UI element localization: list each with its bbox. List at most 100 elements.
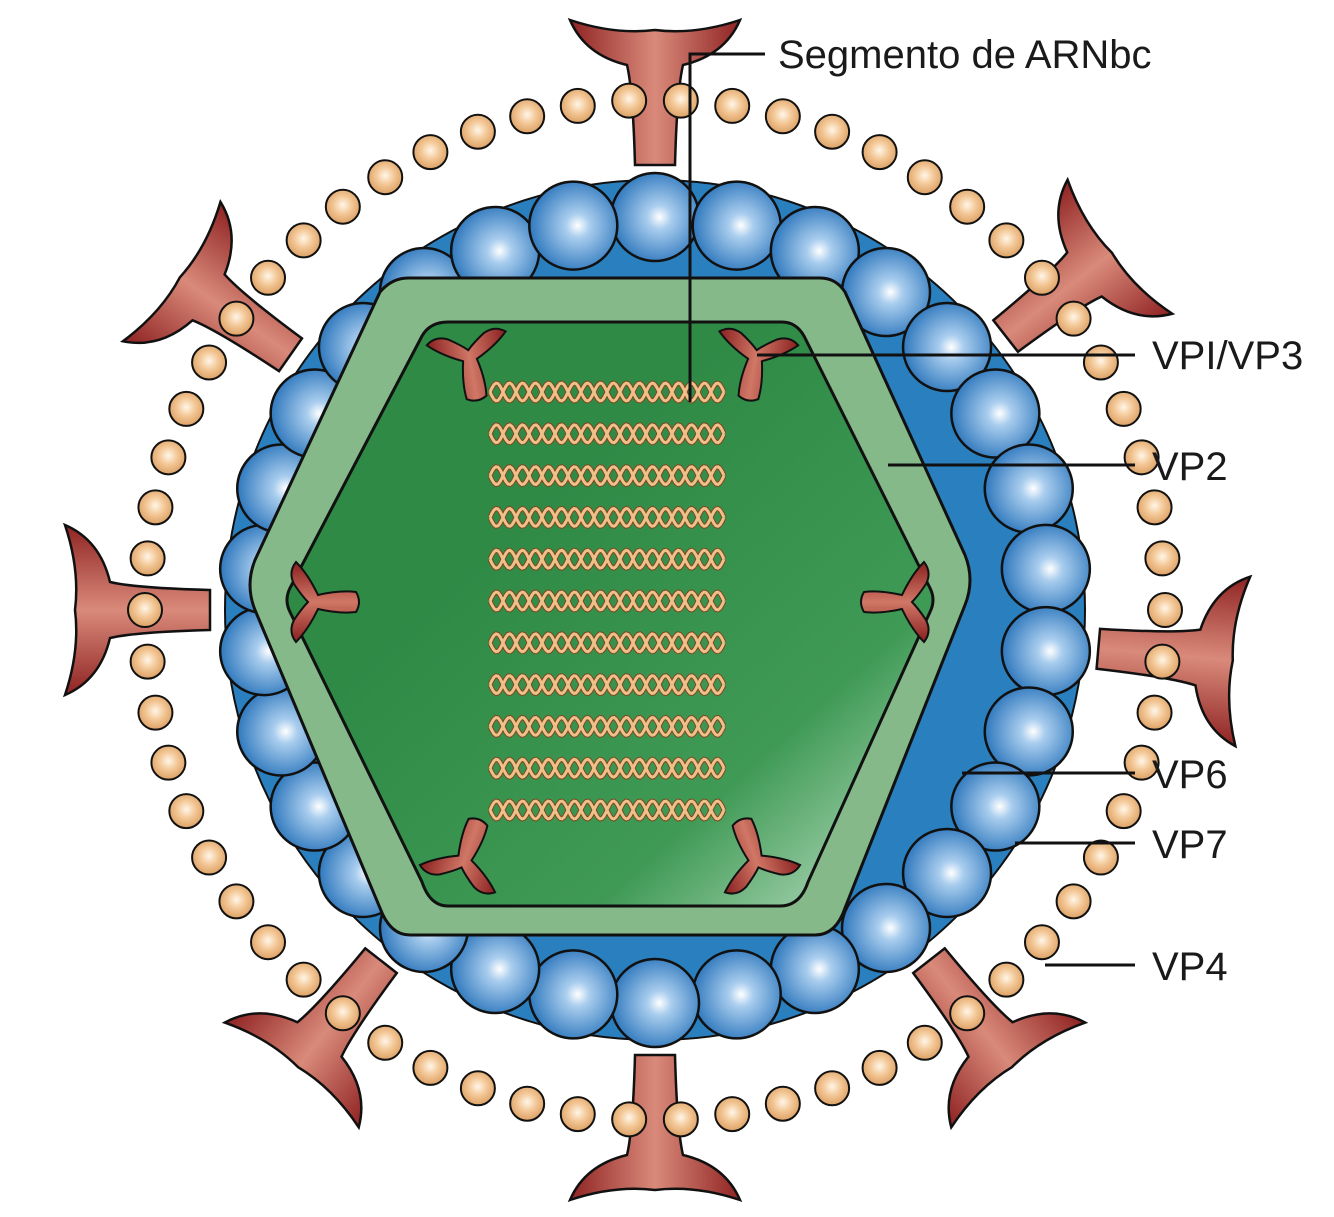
vp6-sphere bbox=[609, 171, 701, 263]
vp7-bead bbox=[611, 1101, 648, 1138]
vp7-bead bbox=[191, 839, 228, 876]
label-vp2: VP2 bbox=[1152, 445, 1228, 489]
vp7-bead bbox=[559, 1096, 596, 1133]
vp7-bead bbox=[662, 82, 699, 119]
vp7-bead bbox=[814, 1070, 851, 1107]
vp6-sphere bbox=[901, 827, 993, 919]
vp7-bead bbox=[714, 87, 751, 124]
vp7-bead bbox=[988, 222, 1025, 259]
label-vp4: VP4 bbox=[1152, 945, 1228, 989]
vp6-sphere bbox=[950, 368, 1041, 459]
vp4-spike-shape bbox=[567, 1053, 743, 1203]
core-interior bbox=[285, 320, 935, 908]
vp1-vp3-tripod bbox=[425, 327, 508, 402]
label-dsrna-segment: Segmento de ARNbc bbox=[778, 33, 1152, 77]
vp7-bead bbox=[1136, 694, 1173, 731]
label-vp7: VP7 bbox=[1152, 823, 1228, 867]
vp4-spike bbox=[221, 946, 399, 1131]
vp7-bead bbox=[1055, 883, 1092, 920]
vp7-bead bbox=[509, 1085, 546, 1122]
vp4-spike bbox=[119, 198, 304, 373]
vp6-sphere bbox=[983, 443, 1075, 534]
dsrna-segment bbox=[487, 380, 727, 404]
vp7-bead bbox=[814, 113, 851, 150]
dsrna-strand bbox=[488, 423, 726, 445]
vp7-bead-ring bbox=[127, 82, 1183, 1138]
dsrna-strand bbox=[488, 381, 726, 403]
vp7-bead bbox=[1082, 344, 1119, 381]
dsrna-segment bbox=[487, 422, 727, 446]
vp4-spikes bbox=[62, 17, 1253, 1203]
vp7-bead bbox=[611, 82, 648, 119]
vp1-vp3-tripod bbox=[860, 560, 930, 644]
vp7-bead bbox=[250, 924, 287, 961]
vp7-bead bbox=[1105, 793, 1142, 830]
vp7-bead bbox=[1023, 924, 1060, 961]
vp7-bead bbox=[906, 159, 943, 196]
vp7-bead bbox=[949, 995, 986, 1032]
vp7-bead bbox=[412, 1049, 449, 1086]
dsrna-strand bbox=[488, 548, 726, 570]
vp7-bead bbox=[191, 344, 228, 381]
vp7-bead bbox=[764, 98, 801, 135]
dsrna-strand bbox=[488, 506, 726, 528]
vp6-sphere bbox=[901, 301, 993, 393]
vp1-vp3-tripod bbox=[717, 327, 800, 402]
vp7-bead bbox=[1147, 592, 1183, 628]
vp4-spike-shape bbox=[911, 946, 1089, 1131]
dsrna-strand bbox=[488, 757, 726, 779]
vp7-bead bbox=[949, 188, 986, 225]
vp7-bead bbox=[324, 188, 361, 225]
dsrna-strand bbox=[488, 799, 726, 821]
vp7-bead bbox=[459, 113, 496, 150]
vp7-bead bbox=[1144, 643, 1181, 680]
vp7-bead bbox=[218, 883, 255, 920]
vp6-sphere bbox=[769, 923, 861, 1015]
dsrna-strand bbox=[488, 632, 726, 654]
vp4-spike bbox=[567, 17, 743, 167]
vp7-bead bbox=[861, 1049, 898, 1086]
dsrna-segment bbox=[487, 631, 727, 655]
vp6-sphere bbox=[1000, 605, 1092, 697]
dsrna-segment bbox=[487, 798, 727, 822]
vp7-bead bbox=[1105, 390, 1142, 427]
vp4-spike-shape bbox=[221, 946, 399, 1131]
vp7-bead bbox=[459, 1070, 496, 1107]
vp6-sphere bbox=[609, 957, 701, 1049]
vp1-vp3-shape bbox=[418, 817, 497, 895]
vp7-bead bbox=[1082, 839, 1119, 876]
vp1-vp3-complexes bbox=[290, 327, 930, 895]
vp7-bead bbox=[1144, 540, 1181, 577]
vp4-spike-shape bbox=[991, 176, 1176, 354]
vp7-bead bbox=[714, 1096, 751, 1133]
leader-lines bbox=[688, 52, 1135, 967]
vp7-bead bbox=[906, 1024, 943, 1061]
vp7-bead bbox=[367, 1024, 404, 1061]
vp6-sphere bbox=[691, 949, 782, 1040]
dsrna-segment bbox=[487, 589, 727, 613]
vp7-bead bbox=[1023, 259, 1060, 296]
vp7-bead bbox=[509, 98, 546, 135]
vp7-bead bbox=[250, 259, 287, 296]
vp6-sphere bbox=[950, 761, 1041, 852]
vp7-bead bbox=[1136, 489, 1173, 526]
label-vp6: VP6 bbox=[1152, 753, 1228, 797]
vp7-bead bbox=[129, 540, 166, 577]
dsrna-strand bbox=[488, 590, 726, 612]
dsrna-segment bbox=[487, 714, 727, 739]
dsrna-segment bbox=[487, 672, 727, 697]
vp4-spike bbox=[911, 946, 1089, 1131]
vp6-sphere bbox=[983, 686, 1075, 777]
vp7-bead bbox=[168, 793, 205, 830]
vp7-bead bbox=[412, 134, 449, 171]
vp7-bead bbox=[764, 1085, 801, 1122]
vp7-bead bbox=[559, 87, 596, 124]
vp1-vp3-shape bbox=[860, 560, 930, 644]
vp1-vp3-tripod bbox=[418, 817, 497, 895]
dsrna-strand bbox=[488, 674, 726, 696]
vp7-bead bbox=[1055, 300, 1092, 337]
vp1-vp3-tripod bbox=[723, 817, 802, 895]
vp1-vp3-tripod bbox=[290, 560, 360, 644]
dsrna-segments bbox=[487, 380, 727, 822]
